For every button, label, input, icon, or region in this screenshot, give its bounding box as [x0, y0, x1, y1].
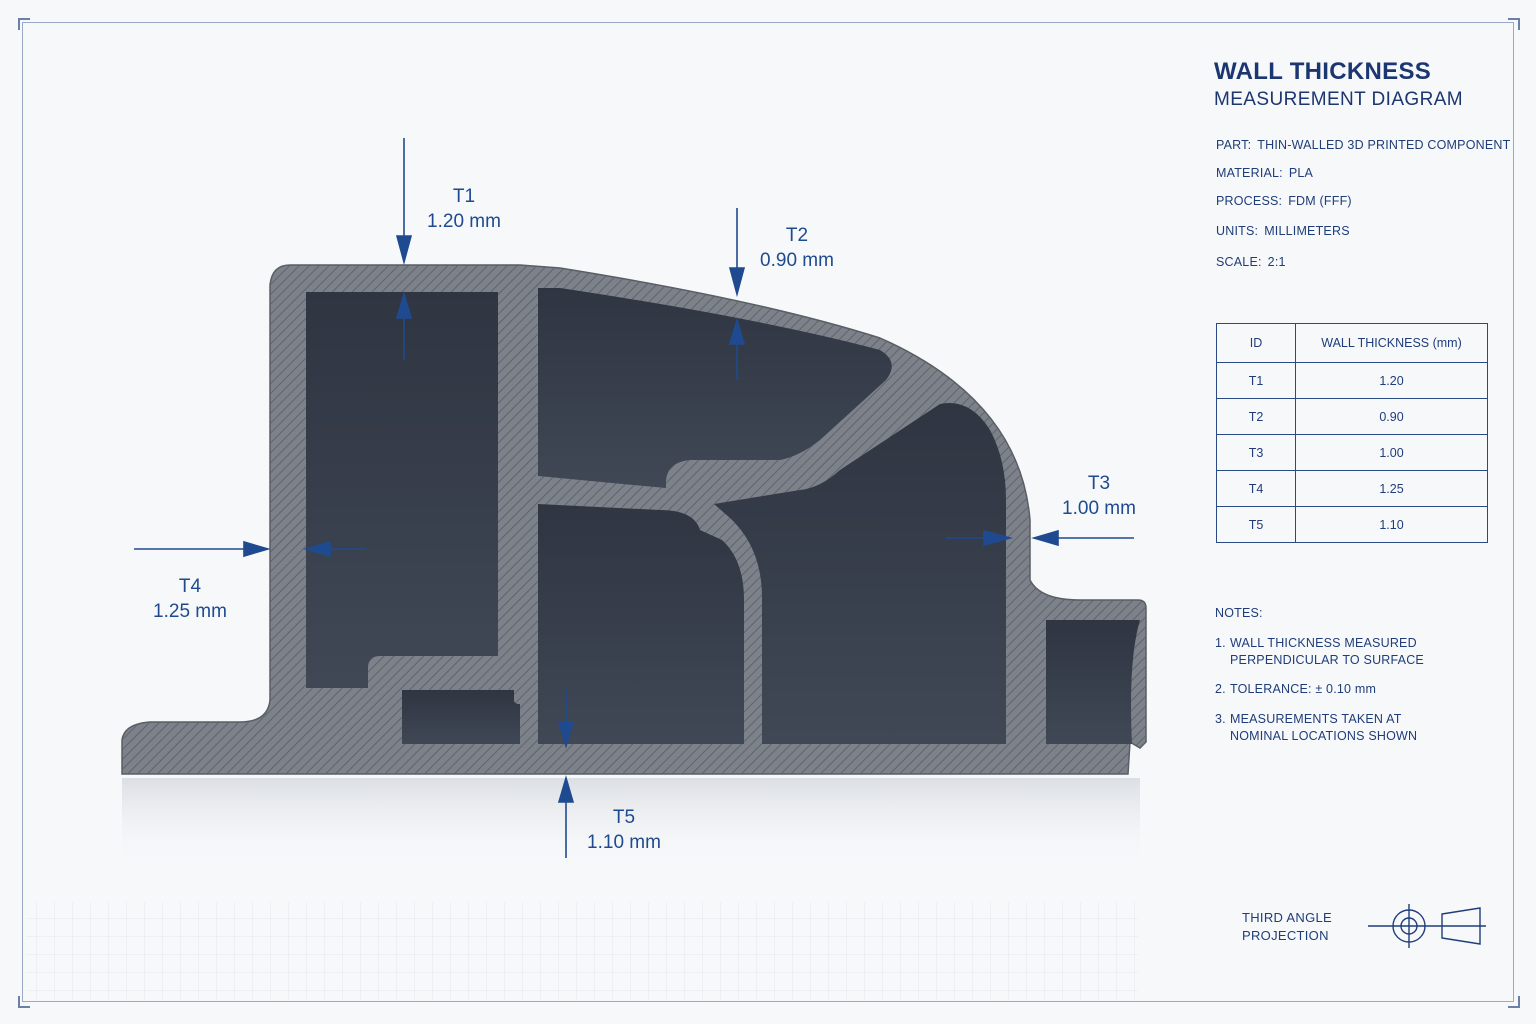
dim-id-t4: T4	[178, 576, 202, 597]
spec-part: PART: THIN-WALLED 3D PRINTED COMPONENT	[1216, 138, 1510, 152]
spec-key: PART:	[1216, 138, 1252, 152]
table-cell-value: 1.20	[1295, 362, 1488, 399]
dim-id-t1: T1	[452, 186, 476, 207]
spec-value: FDM (FFF)	[1288, 194, 1352, 208]
corner-mark-br	[1508, 996, 1520, 1008]
drawing-frame	[22, 22, 1514, 1002]
dim-value-t5: 1.10 mm	[587, 832, 661, 853]
dim-id-t2: T2	[785, 225, 809, 246]
dim-label-t4: T4 1.25 mm	[130, 574, 250, 624]
spec-value: PLA	[1288, 166, 1314, 180]
note-text: WALL THICKNESS MEASURED	[1230, 636, 1417, 650]
dim-t4	[134, 540, 366, 558]
dim-t1	[395, 138, 413, 360]
projection-line-2: PROJECTION	[1242, 928, 1329, 943]
spec-key: MATERIAL:	[1216, 166, 1283, 180]
note-item: 2. TOLERANCE: ± 0.10 mm	[1215, 681, 1376, 698]
note-text-continued: NOMINAL LOCATIONS SHOWN	[1230, 729, 1418, 743]
table-cell-id: T1	[1216, 362, 1296, 399]
dim-value-t2: 0.90 mm	[760, 250, 834, 271]
table-header-thickness: WALL THICKNESS (mm)	[1295, 323, 1488, 363]
dim-label-t5: T5 1.10 mm	[564, 805, 684, 855]
dim-t3	[946, 529, 1134, 547]
note-text: MEASUREMENTS TAKEN AT	[1230, 712, 1402, 726]
dim-label-t1: T1 1.20 mm	[404, 184, 524, 234]
projection-label: THIRD ANGLE PROJECTION	[1242, 909, 1332, 945]
note-item: 3. MEASUREMENTS TAKEN AT NOMINAL LOCATION…	[1215, 711, 1417, 745]
spec-key: PROCESS:	[1216, 194, 1283, 208]
note-number: 1.	[1215, 636, 1226, 650]
table-cell-id: T4	[1216, 470, 1296, 507]
note-text: TOLERANCE: ± 0.10 mm	[1230, 682, 1377, 696]
cavity-center	[538, 504, 744, 744]
table-cell-value: 1.10	[1295, 506, 1488, 543]
note-number: 2.	[1215, 682, 1226, 696]
dim-id-t5: T5	[612, 807, 636, 828]
dim-label-t2: T2 0.90 mm	[737, 223, 857, 273]
table-cell-id: T2	[1216, 398, 1296, 435]
table-header-row: ID WALL THICKNESS (mm)	[1216, 323, 1488, 363]
dim-t2	[728, 208, 746, 380]
floor-grid	[26, 902, 1138, 1000]
dim-id-t3: T3	[1087, 473, 1111, 494]
page-subtitle: MEASUREMENT DIAGRAM	[1214, 89, 1463, 110]
note-text-continued: PERPENDICULAR TO SURFACE	[1230, 653, 1424, 667]
dim-value-t4: 1.25 mm	[153, 601, 227, 622]
spec-value: MILLIMETERS	[1264, 224, 1350, 238]
table-cell-value: 1.00	[1295, 434, 1488, 471]
corner-mark-tl	[18, 18, 30, 30]
part-reflection	[122, 778, 1140, 868]
page-title: WALL THICKNESS	[1214, 58, 1432, 85]
cavity-bottom-left	[402, 690, 520, 744]
table-cell-value: 1.25	[1295, 470, 1488, 507]
projection-line-1: THIRD ANGLE	[1242, 910, 1332, 925]
note-number: 3.	[1215, 712, 1226, 726]
spec-units: UNITS: MILLIMETERS	[1216, 224, 1350, 238]
dim-label-t3: T3 1.00 mm	[1039, 471, 1159, 521]
cavity-right-small	[1046, 620, 1140, 744]
spec-value: THIN-WALLED 3D PRINTED COMPONENT	[1257, 138, 1511, 152]
spec-key: UNITS:	[1216, 224, 1259, 238]
table-header-id: ID	[1216, 323, 1296, 363]
spec-scale: SCALE: 2:1	[1216, 255, 1286, 269]
spec-process: PROCESS: FDM (FFF)	[1216, 194, 1352, 208]
table-cell-id: T3	[1216, 434, 1296, 471]
dim-value-t3: 1.00 mm	[1062, 498, 1136, 519]
dim-value-t1: 1.20 mm	[427, 211, 501, 232]
table-cell-id: T5	[1216, 506, 1296, 543]
spec-value: 2:1	[1267, 255, 1286, 269]
cavity-left	[306, 292, 498, 688]
note-item: 1. WALL THICKNESS MEASURED PERPENDICULAR …	[1215, 635, 1424, 669]
notes-heading: NOTES:	[1215, 606, 1263, 620]
corner-mark-tr	[1508, 18, 1520, 30]
spec-material: MATERIAL: PLA	[1216, 166, 1313, 180]
cavity-right-large	[714, 403, 1006, 744]
spec-key: SCALE:	[1216, 255, 1262, 269]
corner-mark-bl	[18, 996, 30, 1008]
cavity-top-middle	[538, 288, 892, 488]
dim-t5	[557, 690, 575, 858]
third-angle-projection-icon	[1368, 904, 1486, 948]
table-cell-value: 0.90	[1295, 398, 1488, 435]
